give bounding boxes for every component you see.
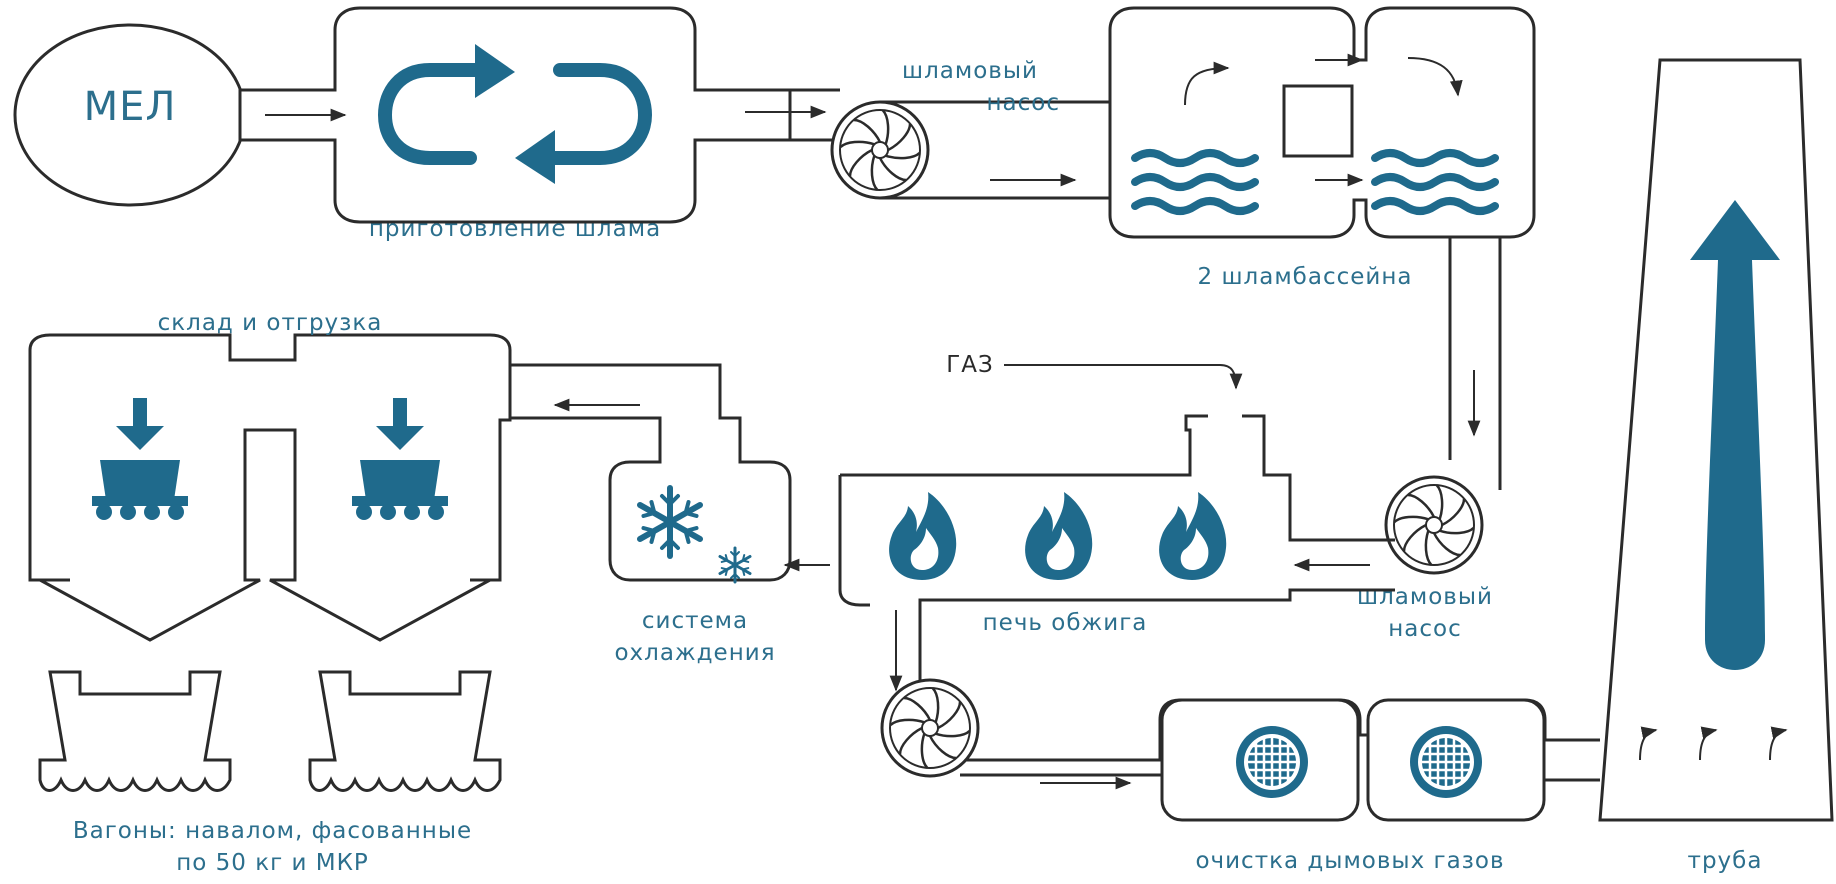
cooling-label-line1: система xyxy=(641,608,749,634)
pipe-pump-to-pools xyxy=(880,100,1110,200)
slurry-prep-label: приготовление шлама xyxy=(368,216,662,242)
gas-cleaning-units xyxy=(1160,698,1546,822)
slurry-pump-right-label-line2: насос xyxy=(1388,616,1462,642)
wagons-label-line2: по 50 кг и МКР xyxy=(176,850,369,876)
warehouse-label: склад и отгрузка xyxy=(157,310,383,336)
slurry-pump-right-fan-icon xyxy=(1384,475,1484,575)
pipe-cleaning-to-chimney xyxy=(1544,738,1600,782)
gas-label: ГАЗ xyxy=(946,352,994,378)
slurry-pump-top-label-line1: шламовый xyxy=(902,58,1038,84)
slurry-pump-right-label-line1: шламовый xyxy=(1357,584,1493,610)
wagons-label-line1: Вагоны: навалом, фасованные xyxy=(72,818,473,844)
railway-wagon xyxy=(308,670,502,792)
slurry-pools-tank xyxy=(1108,6,1536,239)
flame-icon xyxy=(1025,492,1093,580)
gas-cleaning-label: очистка дымовых газов xyxy=(1195,848,1505,874)
railway-wagon xyxy=(38,670,232,792)
recycle-arrows-icon xyxy=(377,44,653,184)
slurry-pools-label: 2 шламбассейна xyxy=(1197,264,1413,290)
flow-arrows xyxy=(265,53,1481,790)
chalk-label: МЕЛ xyxy=(83,84,177,130)
kiln-label: печь обжига xyxy=(982,610,1148,636)
up-arrow-icon xyxy=(1690,200,1780,670)
slurry-pump-top-label-line2: насос xyxy=(986,90,1060,116)
flame-icon xyxy=(1159,492,1227,580)
flame-icon xyxy=(889,492,957,580)
pipe-prep-to-pump xyxy=(790,88,840,142)
warehouse-silos xyxy=(28,333,512,642)
chimney-label: труба xyxy=(1687,848,1763,874)
smoke-curl-icons xyxy=(1639,726,1788,761)
flue-fan-icon xyxy=(880,678,980,778)
cooling-label-line2: охлаждения xyxy=(614,640,776,666)
filter-grid-icon xyxy=(1234,724,1310,800)
gas-line xyxy=(1004,364,1243,390)
cooling-tank xyxy=(498,363,792,582)
filter-grid-icon xyxy=(1408,724,1484,800)
pipe-pools-to-right-pump xyxy=(1448,237,1502,490)
